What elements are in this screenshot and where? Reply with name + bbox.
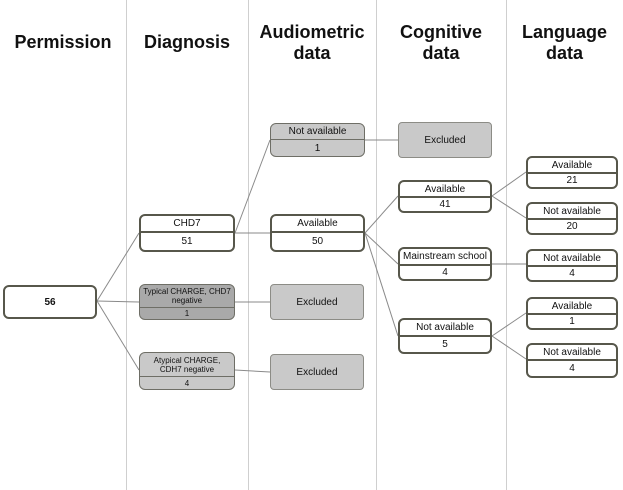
audiometric-excluded-node: Excluded [270,284,364,320]
header-permission: Permission [14,32,112,52]
permission-count: 56 [44,296,56,308]
column-divider [248,0,249,490]
header-cognitive-line2: data [422,43,460,63]
excluded-label: Excluded [296,366,338,378]
header-audiometric-line1: Audiometric [259,22,365,42]
connector [491,335,527,360]
audiometric-not-available-node: Not available 1 [270,123,365,157]
diagnosis-typical-node: Typical CHARGE, CHD7 negative 1 [139,284,235,320]
node-label: Not available [528,204,616,220]
connector [234,369,271,373]
node-label: Available [528,158,616,174]
node-count: 51 [181,236,193,247]
node-count: 50 [311,236,324,247]
excluded-label: Excluded [424,134,466,146]
node-label: Not available [400,320,490,337]
node-count: 4 [569,363,575,374]
connector [364,232,399,337]
diagnosis-chd7-node: CHD7 51 [139,214,235,252]
node-label: Typical CHARGE, CHD7 negative [140,285,234,308]
permission-node: 56 [3,285,97,319]
node-count: 4 [442,267,448,278]
header-diagnosis: Diagnosis [143,32,231,52]
excluded-label: Excluded [296,296,338,308]
node-count: 1 [314,142,321,154]
header-language-line2: data [545,43,583,63]
node-count: 5 [442,339,448,350]
header-cognitive: Cognitive data [376,22,506,64]
header-audiometric: Audiometric data [248,22,376,64]
audiometric-available-node: Available 50 [270,214,365,252]
node-label: Available [528,299,616,315]
node-count: 4 [569,268,575,279]
node-count: 4 [184,378,190,388]
connector [234,139,271,234]
cognitive-not-available-node: Not available 5 [398,318,492,354]
audiometric-excluded-node: Excluded [270,354,364,390]
connector [491,312,527,337]
connector [96,300,140,371]
node-count: 21 [566,175,578,186]
node-label: Available [272,216,363,233]
node-label: CHD7 [141,216,233,233]
node-label: Not available [528,345,616,361]
header-audiometric-line2: data [293,43,331,63]
node-count: 41 [439,199,451,210]
node-label: Not available [528,251,616,267]
cognitive-excluded-node: Excluded [398,122,492,158]
connector [364,232,399,265]
connector [96,300,140,303]
column-divider [126,0,127,490]
header-cognitive-line1: Cognitive [399,22,482,42]
node-count: 1 [184,309,190,318]
column-divider [376,0,377,490]
node-label: Not available [271,124,364,140]
node-label: Atypical CHARGE, CDH7 negative [140,353,234,377]
connector [491,195,527,219]
language-not-available-node: Not available 4 [526,249,618,282]
node-count: 1 [569,316,575,327]
diagnosis-atypical-node: Atypical CHARGE, CDH7 negative 4 [139,352,235,390]
connector [491,171,527,197]
connector [364,195,399,234]
header-language: Language data [506,22,623,64]
cognitive-available-node: Available 41 [398,180,492,213]
node-count: 20 [566,221,578,232]
language-not-available-node: Not available 4 [526,343,618,378]
language-available-node: Available 1 [526,297,618,330]
language-available-node: Available 21 [526,156,618,189]
node-label: Mainstream school [400,249,490,266]
cognitive-mainstream-node: Mainstream school 4 [398,247,492,281]
node-label: Available [400,182,490,198]
column-divider [506,0,507,490]
header-language-line1: Language [521,22,607,42]
connector [96,232,140,302]
language-not-available-node: Not available 20 [526,202,618,235]
